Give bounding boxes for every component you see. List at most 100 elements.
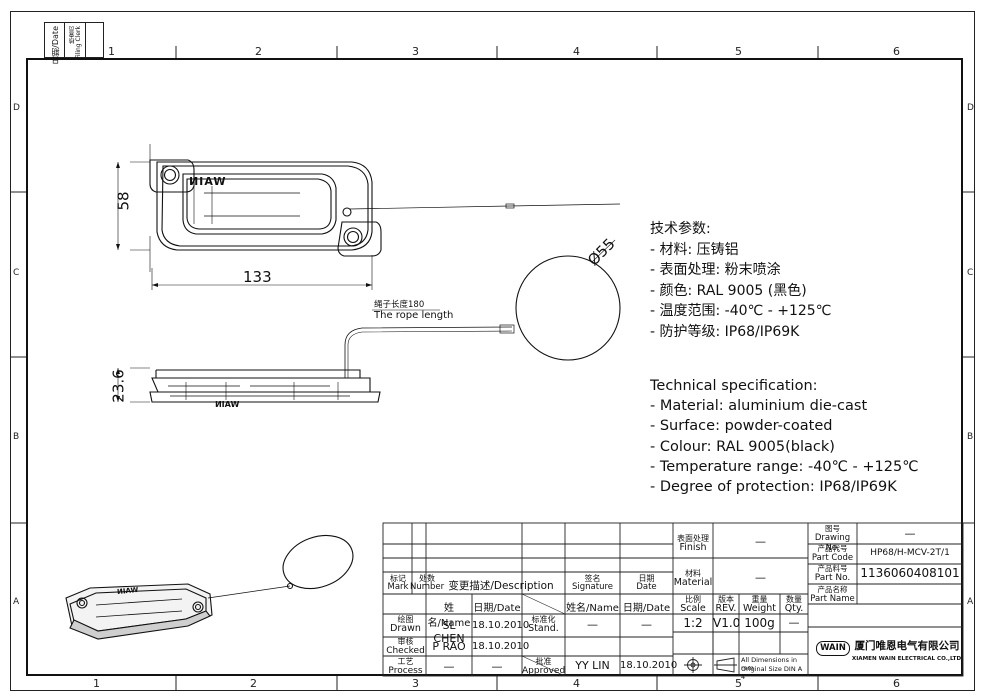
side-view xyxy=(117,239,621,403)
tb-part-no-en: Part No. xyxy=(814,573,851,583)
tb-part-code-cn: 产品代号 xyxy=(817,544,848,553)
tb-drawing-no-cn: 图号 xyxy=(825,524,840,533)
top-view xyxy=(117,144,621,290)
company-name-en: XIAMEN WAIN ELECTRICAL CO.,LTD xyxy=(851,656,962,662)
tb-rev-en: REV. xyxy=(715,603,737,614)
tb-signature-en: Signature xyxy=(571,582,613,592)
tb-scale-en: Scale xyxy=(680,603,706,614)
tb-date-cn: 日期 xyxy=(638,574,655,583)
tb-dim-note-2: Original Size DIN A 4 xyxy=(741,665,803,681)
tb-checked-date: 18.10.2010 xyxy=(472,641,530,652)
tb-checked-en: Checked xyxy=(386,646,425,656)
tb-drawn-name: SL CHEN xyxy=(433,619,465,645)
zone-left-c: C xyxy=(13,268,20,278)
tech-en-line: - Temperature range: -40℃ - +125℃ xyxy=(650,458,919,475)
tech-cn-block: 技术参数: - 材料: 压铸铝 - 表面处理: 粉末喷涂 - 颜色: RAL 9… xyxy=(650,219,831,342)
tb-scale-value: 1:2 xyxy=(683,616,703,630)
tb-checked-name: P RAO xyxy=(432,640,466,653)
tb-finish-cn: 表面处理 xyxy=(677,534,709,543)
tb-part-code-value: HP68/H-MCV-2T/1 xyxy=(870,548,950,558)
tb-date-header: 日期/Date xyxy=(473,603,521,614)
tb-weight-cn: 重量 xyxy=(751,595,768,604)
tb-rev-value: V1.0 xyxy=(713,616,741,630)
tb-approved-cn: 批准 xyxy=(535,657,552,666)
tb-date-header-2: 日期/Date xyxy=(622,603,671,614)
tb-name-header-2: 姓名/Name xyxy=(566,603,619,614)
zone-top-1: 1 xyxy=(108,45,115,58)
zone-bottom-6: 6 xyxy=(893,677,900,690)
tech-en-title: Technical specification: xyxy=(650,378,818,394)
tech-en-line: - Surface: powder-coated xyxy=(650,418,833,435)
tb-process-name: — xyxy=(443,660,455,673)
tb-approved-en: Approved xyxy=(522,666,566,676)
tb-part-name-en: Part Name xyxy=(810,594,855,604)
tb-material-value: — xyxy=(755,571,766,584)
zone-bottom-4: 4 xyxy=(573,677,580,690)
dim-thickness: 23.6 xyxy=(109,369,128,403)
tb-qty-en: Qty. xyxy=(784,603,804,614)
tb-number-cn: 处数 xyxy=(419,574,435,583)
tb-stand-en: Stand. xyxy=(528,623,559,634)
tb-finish-en: Finish xyxy=(679,542,707,553)
sheet-outer-border xyxy=(10,11,975,691)
drawing-frame xyxy=(26,58,963,676)
zone-right-d: D xyxy=(967,103,974,113)
tb-drawing-no-value: — xyxy=(904,527,916,540)
isometric-view xyxy=(65,534,354,640)
zone-top-5: 5 xyxy=(735,45,742,58)
tb-weight-en: Weight xyxy=(742,603,777,614)
tech-cn-line: - 材料: 压铸铝 xyxy=(650,241,739,258)
tb-scale-cn: 比例 xyxy=(685,595,701,604)
tb-rev-cn: 版本 xyxy=(718,595,734,604)
tb-process-cn: 工艺 xyxy=(397,657,414,666)
tb-mark-en: Mark xyxy=(387,582,409,592)
tb-checked-cn: 审核 xyxy=(397,637,414,646)
tb-part-no-value: 1136060408101 xyxy=(860,566,960,580)
tb-part-code-en: Part Code xyxy=(811,553,854,563)
zone-top-4: 4 xyxy=(573,45,580,58)
title-block-grid xyxy=(382,522,964,677)
zone-top-2: 2 xyxy=(255,45,262,58)
dim-height: 58 xyxy=(114,191,133,211)
tech-cn-line: - 颜色: RAL 9005 (黑色) xyxy=(650,282,807,299)
tb-drawn-en: Drawn xyxy=(390,623,421,634)
zone-right-a: A xyxy=(967,597,974,607)
tb-stand-signature: — xyxy=(587,618,598,631)
tb-material-cn: 材料 xyxy=(685,569,701,578)
tb-dim-note-1: All Dimensions in mm xyxy=(741,656,798,672)
tech-cn-title: 技术参数: xyxy=(650,221,711,237)
company-name-cn: 厦门唯恩电气有限公司 xyxy=(854,640,960,652)
tb-name-header: 姓名/Name xyxy=(427,603,471,629)
tb-drawing-no-en: Drawing No. xyxy=(814,533,851,553)
tb-weight-value: 100g xyxy=(744,616,775,630)
filing-stamp-box: 日期/Date 核查员 Filing Clerk xyxy=(44,22,104,64)
tb-qty-value: — xyxy=(788,616,800,629)
tb-material-en: Material xyxy=(673,577,713,588)
zone-right-c: C xyxy=(967,268,974,278)
tech-en-line: - Degree of protection: IP68/IP69K xyxy=(650,479,897,496)
tech-cn-line: - 防护等级: IP68/IP69K xyxy=(650,323,800,340)
rope-note-en: The rope length xyxy=(374,310,454,321)
zone-top-3: 3 xyxy=(412,45,419,58)
tb-description: 变更描述/Description xyxy=(448,580,554,592)
tb-date-en: Date xyxy=(636,582,657,592)
zone-bottom-1: 1 xyxy=(93,677,100,690)
tb-part-no-cn: 产品料号 xyxy=(817,564,848,573)
tb-stand-date: — xyxy=(641,618,652,631)
tech-en-line: - Material: aluminium die-cast xyxy=(650,398,868,415)
tech-cn-line: - 温度范围: -40℃ - +125℃ xyxy=(650,303,832,319)
tb-process-en: Process xyxy=(388,666,423,676)
tb-number-en: Number xyxy=(410,582,445,592)
tb-drawn-date: 18.10.2010 xyxy=(472,620,530,631)
zone-bottom-5: 5 xyxy=(735,677,742,690)
tb-drawn-cn: 绘图 xyxy=(397,615,414,624)
zone-top-6: 6 xyxy=(893,45,900,58)
tb-stand-cn: 标准化 xyxy=(531,615,556,624)
company-logo: WAIN xyxy=(816,641,850,656)
rope-note-cn: 绳子长度180 xyxy=(374,300,425,310)
brand-mark-side-view: WAIN xyxy=(215,400,240,409)
tb-finish-value: — xyxy=(755,535,766,548)
tb-approved-name: YY LIN xyxy=(575,659,610,672)
zone-bottom-2: 2 xyxy=(250,677,257,690)
